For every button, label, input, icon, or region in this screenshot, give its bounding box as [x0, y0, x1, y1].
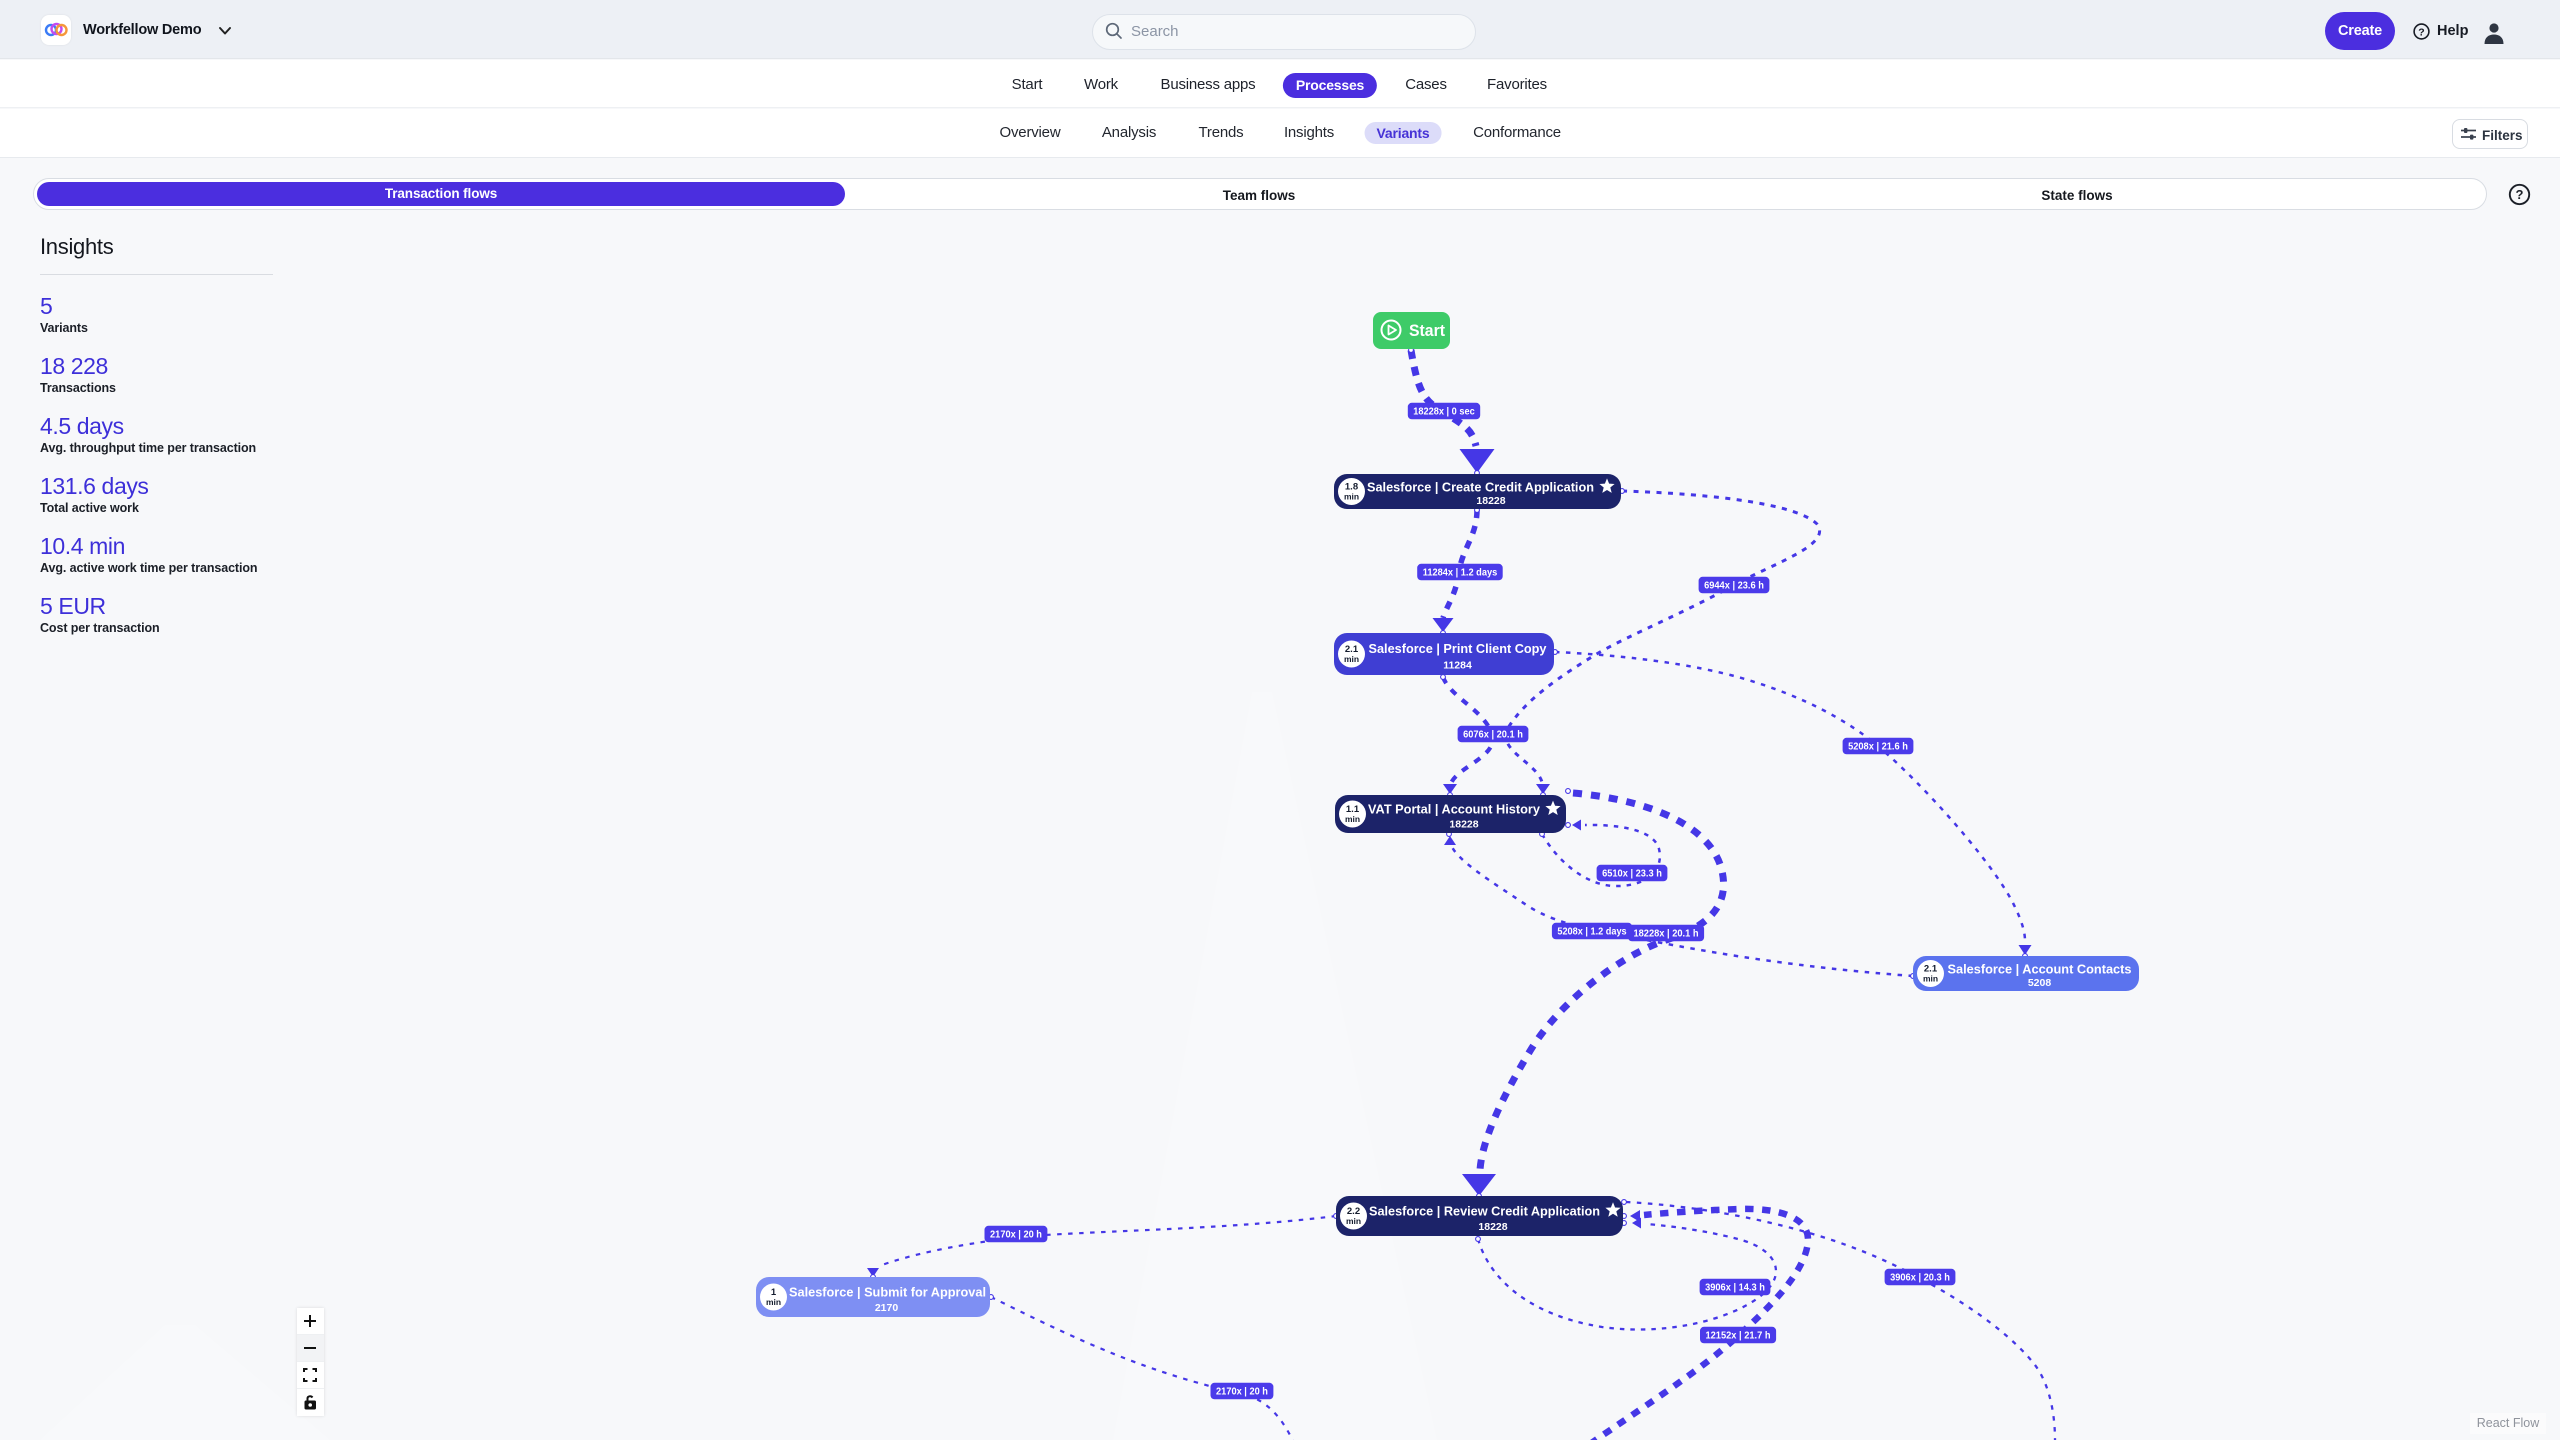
svg-text:?: ?: [2418, 26, 2424, 38]
svg-text:min: min: [766, 1297, 781, 1307]
svg-text:2.2: 2.2: [1347, 1206, 1360, 1217]
svg-text:6510x | 23.3 h: 6510x | 23.3 h: [1602, 868, 1662, 880]
svg-text:12152x | 21.7 h: 12152x | 21.7 h: [1705, 1330, 1770, 1342]
svg-text:2.1: 2.1: [1924, 963, 1938, 974]
svg-text:6944x | 23.6 h: 6944x | 23.6 h: [1704, 580, 1764, 592]
svg-text:?: ?: [2516, 187, 2524, 202]
svg-text:18228: 18228: [1476, 495, 1505, 507]
svg-text:min: min: [1344, 654, 1359, 664]
svg-text:18228x | 20.1 h: 18228x | 20.1 h: [1633, 928, 1698, 940]
svg-text:18228: 18228: [1449, 818, 1478, 830]
svg-text:2.1: 2.1: [1345, 644, 1359, 655]
svg-text:5208x | 21.6 h: 5208x | 21.6 h: [1848, 741, 1908, 753]
svg-text:Salesforce | Submit for Approv: Salesforce | Submit for Approval: [789, 1285, 986, 1300]
svg-text:Salesforce | Print Client Copy: Salesforce | Print Client Copy: [1369, 641, 1548, 656]
svg-text:6076x | 20.1 h: 6076x | 20.1 h: [1463, 729, 1523, 741]
svg-text:Salesforce | Account Contacts: Salesforce | Account Contacts: [1948, 962, 2132, 977]
svg-text:3906x | 20.3 h: 3906x | 20.3 h: [1890, 1272, 1950, 1284]
svg-text:1.8: 1.8: [1345, 481, 1358, 492]
svg-text:1: 1: [771, 1287, 777, 1298]
svg-text:2170x | 20 h: 2170x | 20 h: [990, 1229, 1042, 1241]
svg-text:min: min: [1346, 1216, 1361, 1226]
svg-text:2170x | 20 h: 2170x | 20 h: [1216, 1386, 1268, 1398]
svg-text:5208x | 1.2 days: 5208x | 1.2 days: [1557, 926, 1626, 938]
svg-text:Salesforce | Review Credit App: Salesforce | Review Credit Application: [1369, 1204, 1600, 1219]
svg-text:2170: 2170: [875, 1302, 899, 1314]
svg-text:min: min: [1345, 814, 1360, 824]
svg-text:18228x | 0 sec: 18228x | 0 sec: [1413, 406, 1475, 418]
svg-text:min: min: [1923, 973, 1938, 983]
svg-text:18228: 18228: [1478, 1221, 1507, 1233]
svg-text:5208: 5208: [2028, 977, 2052, 989]
svg-text:11284: 11284: [1443, 659, 1472, 671]
svg-text:VAT Portal | Account History: VAT Portal | Account History: [1368, 802, 1541, 817]
svg-text:3906x | 14.3 h: 3906x | 14.3 h: [1705, 1282, 1765, 1294]
svg-text:1.1: 1.1: [1346, 804, 1360, 815]
svg-text:min: min: [1344, 491, 1359, 501]
svg-text:Salesforce | Create Credit App: Salesforce | Create Credit Application: [1367, 480, 1594, 495]
svg-text:11284x | 1.2 days: 11284x | 1.2 days: [1423, 567, 1498, 579]
svg-text:Start: Start: [1409, 322, 1445, 340]
